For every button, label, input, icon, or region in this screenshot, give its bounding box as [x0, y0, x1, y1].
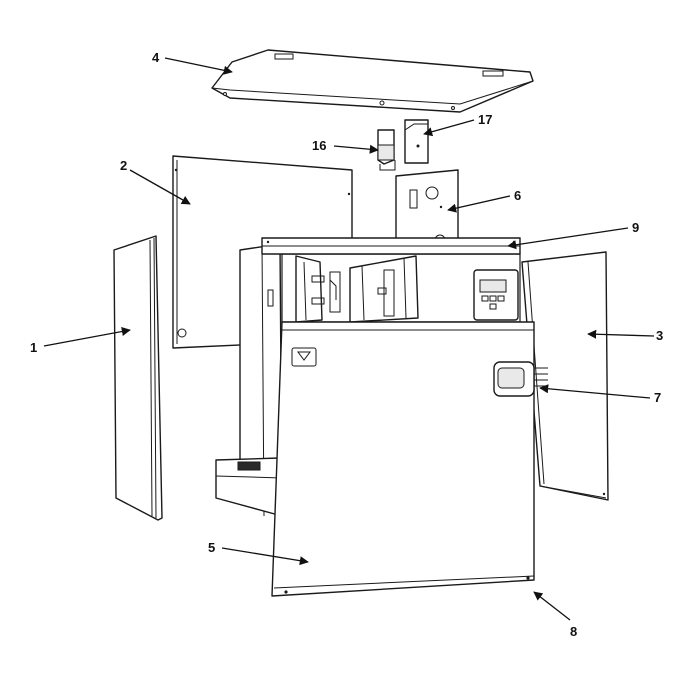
- leader-5: [221, 547, 309, 566]
- leader-9: [507, 227, 629, 250]
- callout-3: 3: [656, 328, 663, 343]
- callout-5: 5: [208, 540, 215, 555]
- leader-1: [43, 327, 131, 347]
- callout-6: 6: [514, 188, 521, 203]
- leader-16: [333, 144, 379, 154]
- right-side-panel: [521, 251, 609, 501]
- leader-7: [539, 384, 651, 399]
- top-frame-rail: [261, 237, 521, 255]
- leader-6: [447, 195, 511, 213]
- callout-16: 16: [312, 138, 326, 153]
- top-cover-panel: [211, 49, 534, 113]
- callout-1: 1: [30, 340, 37, 355]
- rear-mounting-plate: [395, 169, 459, 247]
- front-door-panel: [271, 321, 548, 597]
- leader-3: [587, 329, 655, 339]
- callout-9: 9: [632, 220, 639, 235]
- callout-17: 17: [478, 112, 492, 127]
- callout-8: 8: [570, 624, 577, 639]
- callout-4: 4: [152, 50, 160, 65]
- leader-2: [129, 169, 191, 205]
- leader-17: [423, 119, 475, 137]
- upper-bracket: [404, 119, 429, 164]
- leader-4: [164, 57, 233, 75]
- control-unit: [473, 269, 519, 321]
- callout-7: 7: [654, 390, 661, 405]
- left-outer-side-panel: [113, 235, 163, 521]
- callout-2: 2: [120, 158, 127, 173]
- leader-8: [533, 591, 571, 621]
- small-clip: [377, 129, 396, 171]
